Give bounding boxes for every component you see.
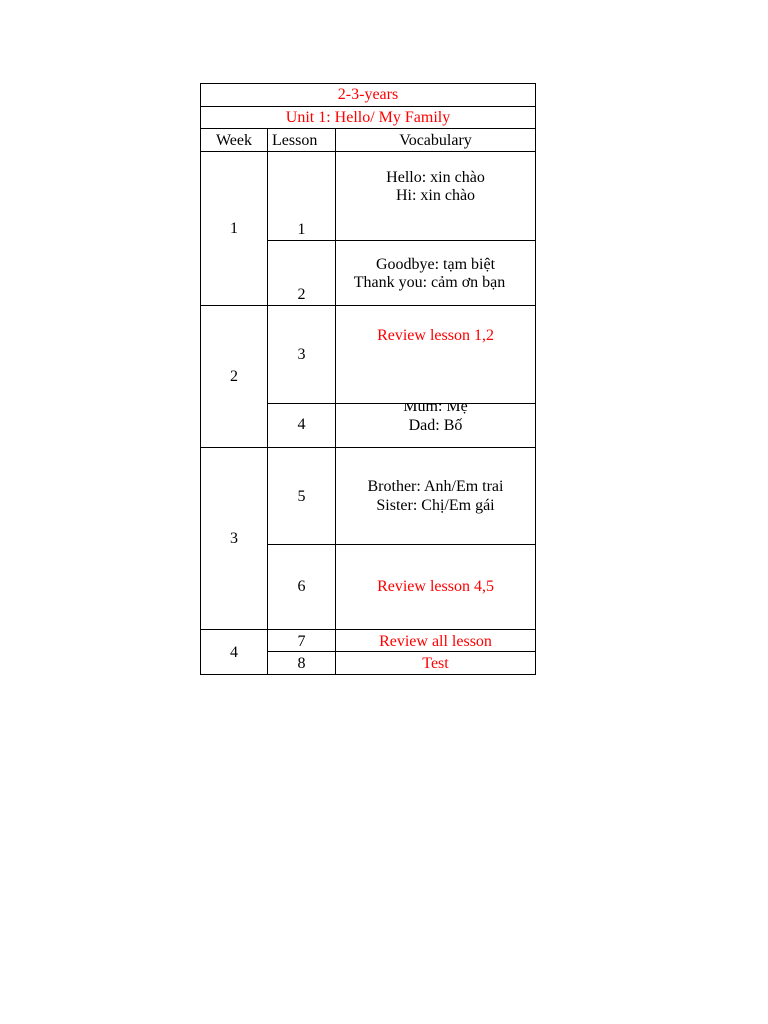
vocabulary-review: Review all lesson	[379, 633, 492, 650]
vocabulary-line: Mum: Mẹ	[403, 404, 468, 415]
table-divider	[200, 447, 536, 448]
table-divider	[200, 151, 536, 152]
vocabulary-line: Dad: Bố	[408, 417, 463, 434]
week-cell: 2	[230, 368, 238, 385]
table-divider	[268, 651, 536, 652]
vocabulary-line: Sister: Chị/Em gái	[376, 497, 495, 514]
table-divider	[200, 106, 536, 107]
age-group-title: 2-3-years	[337, 86, 399, 103]
column-divider	[335, 128, 336, 675]
column-header-week: Week	[215, 132, 253, 149]
column-header-lesson: Lesson	[272, 132, 318, 149]
table-divider	[268, 240, 536, 241]
table-border-left	[200, 83, 201, 675]
table-divider	[200, 128, 536, 129]
week-cell: 3	[230, 530, 238, 547]
table-border-right	[535, 83, 536, 675]
lesson-number-cell: 8	[297, 655, 306, 672]
column-header-vocabulary: Vocabulary	[399, 132, 472, 149]
lesson-number-cell: 1	[297, 221, 306, 238]
unit-title: Unit 1: Hello/ My Family	[285, 109, 451, 126]
week-cell: 1	[230, 220, 238, 237]
lesson-number-cell: 2	[297, 286, 306, 303]
table-border-top	[200, 83, 536, 84]
vocabulary-line: Brother: Anh/Em trai	[367, 478, 504, 495]
vocabulary-review: Review lesson 1,2	[377, 327, 494, 344]
lesson-number-cell: 6	[297, 578, 306, 595]
vocabulary-line: Hello: xin chào	[386, 169, 485, 186]
vocabulary-review: Review lesson 4,5	[377, 578, 494, 595]
lesson-number-cell: 4	[297, 416, 306, 433]
table-border-bottom	[200, 674, 536, 675]
vocabulary-line: Hi: xin chào	[395, 187, 476, 204]
vocabulary-cell-clip: Mum: Mẹ Dad: Bố	[336, 404, 535, 447]
vocabulary-test: Test	[422, 655, 449, 672]
table-divider	[200, 629, 536, 630]
table-divider	[268, 544, 536, 545]
vocabulary-line: Goodbye: tạm biệt	[375, 256, 496, 273]
table-divider	[268, 403, 536, 404]
table-divider	[200, 305, 536, 306]
lesson-number-cell: 7	[297, 633, 306, 650]
vocabulary-line: Thank you: cảm ơn bạn	[353, 274, 506, 291]
week-cell: 4	[230, 644, 238, 661]
lesson-number-cell: 5	[297, 488, 306, 505]
column-divider	[267, 128, 268, 675]
lesson-number-cell: 3	[297, 346, 306, 363]
